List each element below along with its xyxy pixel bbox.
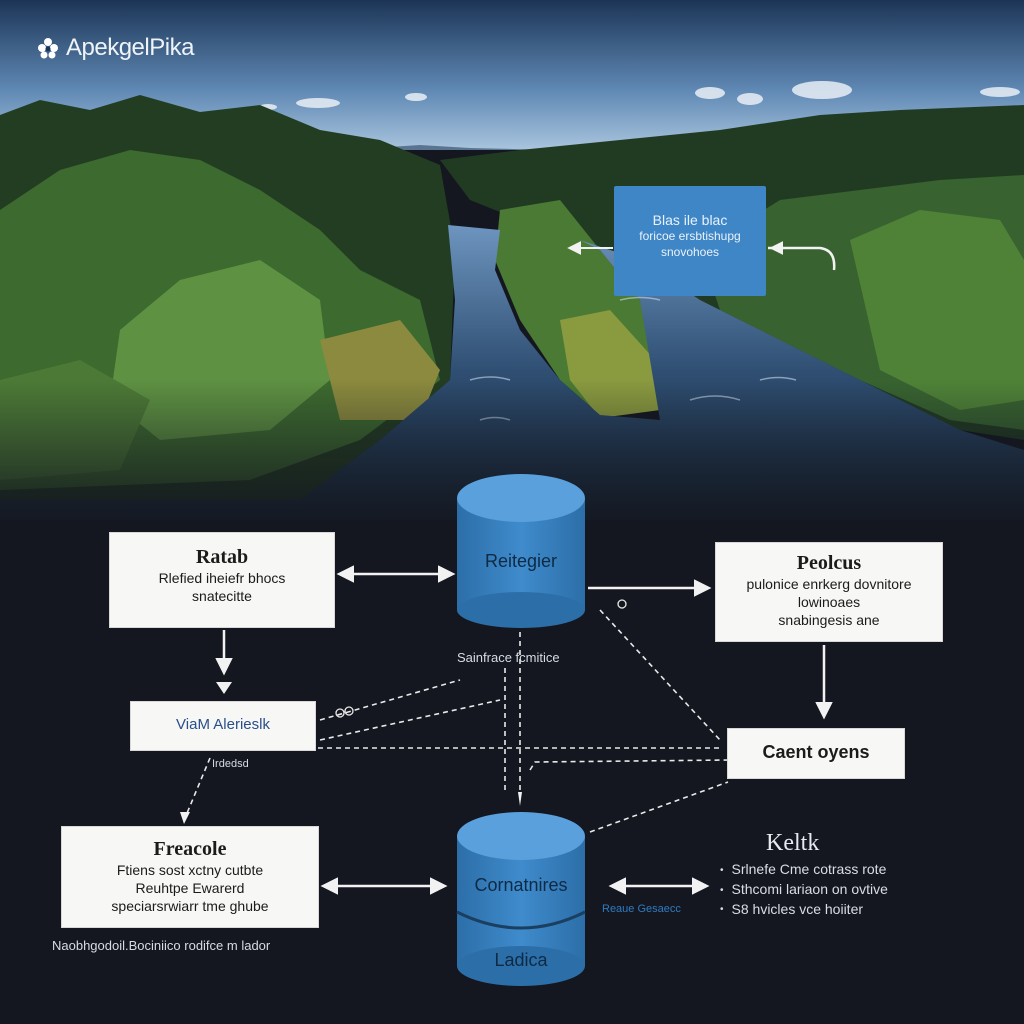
caent-box[interactable]: Caent oyens [727,728,905,779]
dash-diagonal-caent [599,609,721,741]
river-note-line: Blas ile blac [652,212,728,228]
peolcus-line: snabingesis ane [778,612,880,628]
ratab-line: Rlefied iheiefr bhocs [158,570,286,586]
blue-small-caption: Reaue Gesaecc [602,903,681,915]
list-item: S8 hvicles vce hoiiter [720,900,888,920]
dash-cylinder-caent [589,781,729,833]
connector-small-marks [335,599,627,718]
vian-box[interactable]: ViaM Alerieslk [130,701,316,751]
vian-label: ViaM Alerieslk [176,716,270,733]
freacole-title: Freacole [153,838,227,860]
storage-cylinder [456,812,586,986]
ratab-box[interactable]: Ratab Rlefied iheiefr bhocs snatecitte [109,532,335,628]
left-small-caption: Irdedsd [212,758,249,770]
peolcus-box[interactable]: Peolcus pulonice enrkerg dovnitore lowin… [715,542,943,642]
freacole-line: Ftiens sost xctny cutbte [116,862,264,878]
dash-to-caent [529,759,731,771]
river-note-line: foricoe ersbtishupg [639,229,741,243]
side-list: Srlnefe Cme cotrass rote Sthcomi lariaon… [720,860,888,919]
freacole-box[interactable]: Freacole Ftiens sost xctny cutbte Reuhtp… [61,826,319,928]
freacole-line: speciarsrwiarr tme ghube [111,898,269,914]
footer-caption: Naobhgodoil.Bociniico rodifce m lador [52,938,271,953]
clouds [259,81,1020,110]
ratab-title: Ratab [195,546,249,568]
cornatnires-label: Cornatnires [474,875,568,895]
freacole-line: Reuhtpe Ewarerd [135,880,245,896]
brand-name: ApekgelPika [66,34,194,61]
dash-vian-freacole [184,757,211,819]
river-note-arrows [567,241,836,271]
peolcus-line: lowinoaes [797,594,861,610]
dash-vian-center-a [319,679,461,721]
center-caption: Sainfrace fcmitice [457,650,560,665]
dashed-connectors [184,609,731,833]
paw-flower-icon [38,38,58,59]
caent-label: Caent oyens [762,742,870,762]
landscape-photo [0,0,1024,540]
river-note-line: snovohoes [660,245,720,259]
peolcus-line: pulonice enrkerg dovnitore [746,576,912,592]
registry-label: Reitegier [484,551,558,571]
registry-cylinder [457,474,585,628]
brand-logo: ApekgelPika [34,34,194,62]
peolcus-title: Peolcus [796,552,862,574]
ladica-label: Ladica [494,950,548,970]
ratab-line: snatecitte [192,588,252,604]
solid-connectors [215,565,833,895]
dash-vian-center-b [319,699,501,741]
list-item: Srlnefe Cme cotrass rote [720,860,888,880]
side-list-title: Keltk [766,830,820,856]
list-item: Sthcomi lariaon on ovtive [720,880,888,900]
river-note-box: Blas ile blac foricoe ersbtishupg snovoh… [614,186,766,296]
